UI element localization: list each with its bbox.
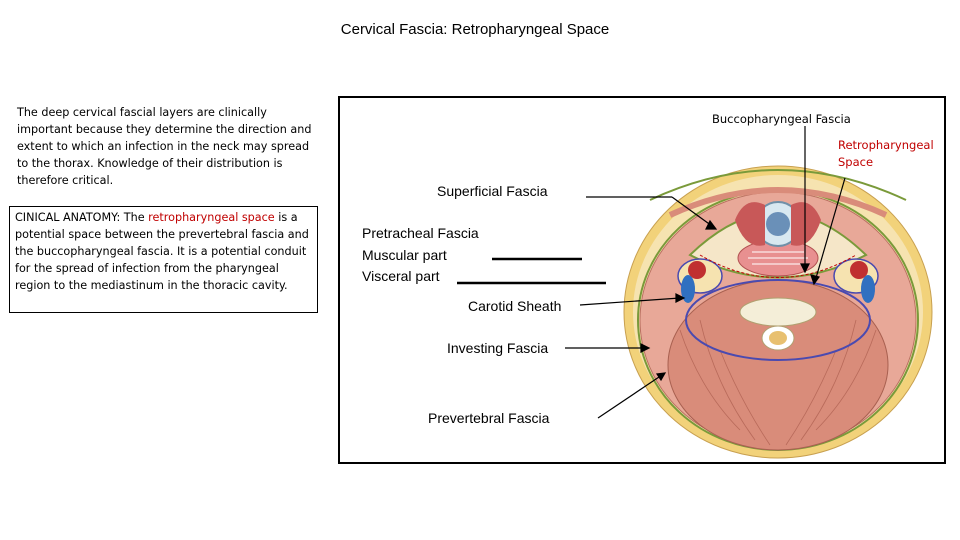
clinical-anatomy-box: CINICAL ANATOMY: The retropharyngeal spa… (9, 206, 318, 313)
intro-paragraph: The deep cervical fascial layers are cli… (17, 106, 312, 187)
carotid-pointer (579, 297, 681, 306)
label-superficial-fascia: Superficial Fascia (437, 183, 548, 199)
label-pretracheal-fascia: Pretracheal Fascia (362, 225, 479, 241)
label-investing-fascia: Investing Fascia (447, 340, 549, 356)
clinical-highlight: retropharyngeal space (148, 211, 275, 224)
strap-muscles (668, 187, 888, 218)
label-carotid-sheath: Carotid Sheath (468, 298, 562, 314)
prevertebral-pointer (597, 374, 663, 419)
label-prevertebral-fascia: Prevertebral Fascia (428, 410, 550, 426)
prevertebral-fascia-line (685, 279, 871, 361)
spinal-cord (769, 331, 787, 345)
superficial-fascia-curve (649, 169, 907, 201)
label-buccopharyngeal-fascia: Buccopharyngeal Fascia (712, 112, 851, 126)
retropharyngeal-space-line (699, 254, 857, 278)
clinical-lead: CINICAL ANATOMY: The (15, 211, 149, 224)
label-visceral-part: Visceral part (362, 268, 440, 284)
label-retropharyngeal-line1: Retropharyngeal (838, 138, 934, 152)
trachea-lumen (766, 212, 790, 236)
carotid-sheath-right (833, 258, 879, 303)
thyroid-left-lobe (735, 202, 765, 246)
label-retropharyngeal-line2: Space (838, 155, 874, 169)
figure-frame (338, 96, 946, 464)
clinical-rest: is a potential space between the prevert… (15, 211, 309, 292)
vertebral-body (739, 297, 817, 327)
retropharyngeal-pointer (815, 177, 846, 279)
carotid-sheath-left (677, 258, 723, 303)
page-title: Cervical Fascia: Retropharyngeal Space (340, 21, 610, 38)
thyroid-right-lobe (791, 202, 821, 246)
label-muscular-part: Muscular part (362, 247, 447, 263)
muscle-fibres (679, 319, 877, 446)
